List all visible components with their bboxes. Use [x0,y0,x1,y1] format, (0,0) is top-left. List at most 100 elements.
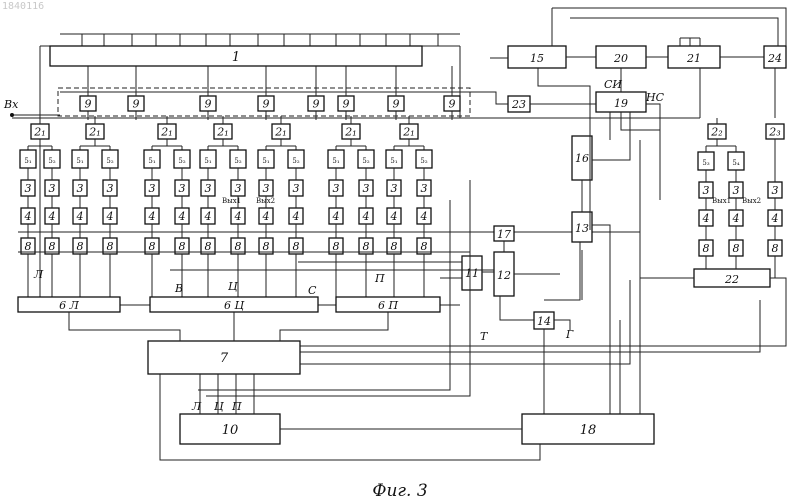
svg-text:2₃: 2₃ [768,126,780,139]
block-2-0: 2₁ [31,124,49,139]
signal-V: В [174,282,183,295]
svg-text:5₁: 5₁ [262,157,269,165]
svg-text:5₁: 5₁ [390,157,397,165]
block-14: 14 [534,312,554,329]
input-label: Вх [3,98,19,111]
block-5-3-1: 5₂ [230,150,246,168]
block-8-r-1: 8 [729,240,743,256]
block-4-3-0: 4 [201,208,215,224]
svg-text:9: 9 [133,98,140,111]
block-22: 22 [694,269,770,287]
block-1: 1 [50,46,422,66]
block-20: 20 [596,46,646,68]
block-24: 24 [764,46,786,68]
block-21: 21 [668,46,720,68]
block-4-5-1: 4 [359,208,373,224]
signal-L: Л [33,268,44,281]
svg-text:3: 3 [149,182,156,195]
block-3-4-0: 3 [259,180,273,196]
block-5-6-0: 5₁ [386,150,402,168]
svg-text:5₄: 5₄ [732,159,739,167]
svg-text:3: 3 [205,182,212,195]
svg-text:4: 4 [420,210,428,223]
block-5-1-0: 5₁ [72,150,88,168]
svg-text:4: 4 [262,210,270,223]
svg-text:5₂: 5₂ [420,157,427,165]
svg-text:3: 3 [49,182,56,195]
svg-text:5₂: 5₂ [292,157,299,165]
block-9-1: 9 [128,96,144,111]
svg-text:8: 8 [149,240,156,253]
svg-text:5₁: 5₁ [148,157,155,165]
block-3-r-0: 3 [699,182,713,198]
svg-text:4: 4 [204,210,212,223]
block-5-5-0: 5₁ [328,150,344,168]
block-17: 17 [494,226,514,241]
block-9-5: 9 [338,96,354,111]
block-3-r-2: 3 [768,182,782,198]
svg-text:9: 9 [205,98,212,111]
svg-text:3: 3 [25,182,32,195]
svg-text:8: 8 [421,240,428,253]
svg-text:22: 22 [724,273,739,286]
block-4-3-1: 4 [231,208,245,224]
svg-text:5₂: 5₂ [48,157,55,165]
svg-text:5₁: 5₁ [204,157,211,165]
block-4-4-1: 4 [289,208,303,224]
svg-text:3: 3 [235,182,242,195]
svg-text:3: 3 [107,182,114,195]
block-3-3-0: 3 [201,180,215,196]
block-4-r-2: 4 [768,210,782,226]
block-2-2: 2₁ [158,124,176,139]
svg-text:16: 16 [575,152,589,165]
block-4-r-1: 4 [729,210,743,226]
block-3-3-1: 3 [231,180,245,196]
block-2-3: 2₃ [766,124,784,139]
svg-text:4: 4 [732,212,740,225]
svg-text:3: 3 [263,182,270,195]
svg-text:4: 4 [48,210,56,223]
svg-text:8: 8 [77,240,84,253]
block-3-6-1: 3 [417,180,431,196]
block-5-2-1: 5₂ [174,150,190,168]
block-2-1: 2₁ [86,124,104,139]
svg-text:9: 9 [263,98,270,111]
block-3-5-1: 3 [359,180,373,196]
block-16: 16 [572,136,592,180]
svg-text:5₂: 5₂ [106,157,113,165]
block-4-r-0: 4 [699,210,713,226]
block-5-0-0: 5₁ [20,150,36,168]
svg-text:13: 13 [575,222,589,235]
block-2-6: 2₁ [400,124,418,139]
svg-text:8: 8 [205,240,212,253]
svg-text:9: 9 [449,98,456,111]
svg-text:10: 10 [222,423,239,438]
svg-text:4: 4 [702,212,710,225]
block-5-1-1: 5₂ [102,150,118,168]
svg-text:9: 9 [393,98,400,111]
signal-SI: СИ [604,78,622,91]
block-6L: 6 Л [18,297,120,312]
block-3-0-0: 3 [21,180,35,196]
svg-text:17: 17 [497,228,511,241]
svg-text:8: 8 [703,242,710,255]
block-9-7: 9 [444,96,460,111]
block-13: 13 [572,212,592,242]
svg-text:6 Л: 6 Л [59,299,79,312]
svg-text:3: 3 [333,182,340,195]
svg-text:18: 18 [580,423,597,438]
svg-text:8: 8 [25,240,32,253]
svg-text:Вых2: Вых2 [742,197,761,205]
svg-text:4: 4 [771,212,779,225]
svg-text:20: 20 [613,52,628,65]
svg-text:2₁: 2₁ [160,126,172,139]
svg-text:8: 8 [733,242,740,255]
svg-text:5₃: 5₃ [702,159,709,167]
svg-text:8: 8 [333,240,340,253]
svg-text:3: 3 [293,182,300,195]
signal-S: С [308,284,317,297]
svg-text:19: 19 [614,97,628,110]
block-9-2: 9 [200,96,216,111]
block-5-4-1: 5₂ [288,150,304,168]
